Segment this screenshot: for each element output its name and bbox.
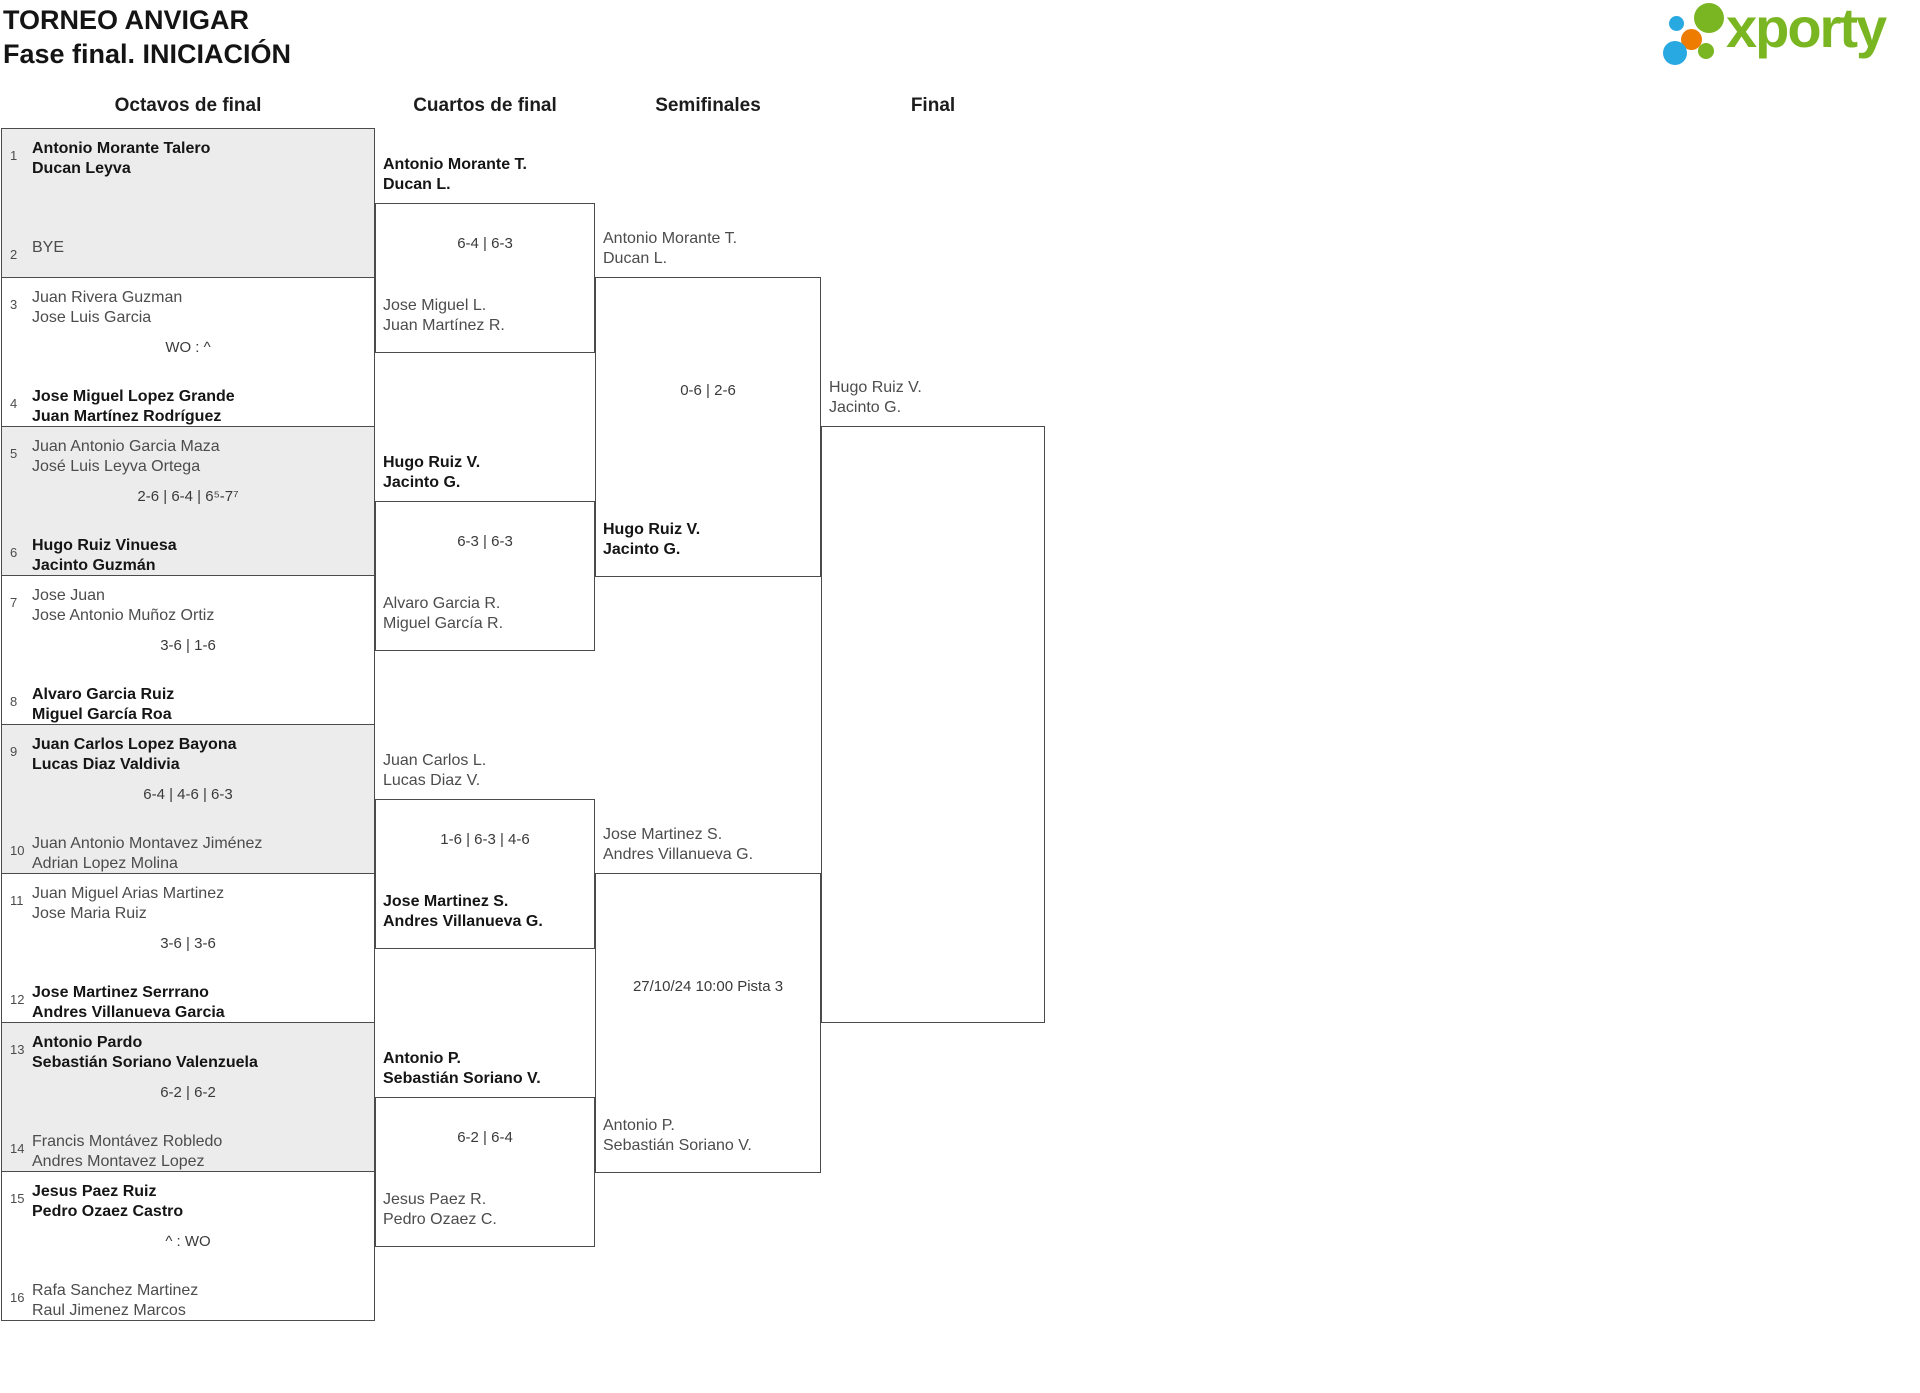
qf-match-4: Antonio P.Sebastián Soriano V. 6-2 | 6-4… xyxy=(375,1050,595,1247)
seed-number: 16 xyxy=(10,1290,25,1305)
seed-number: 8 xyxy=(10,694,18,709)
seed-number: 6 xyxy=(10,545,18,560)
qf-match-1: Antonio Morante T.Ducan L. 6-4 | 6-3 Jos… xyxy=(375,156,595,353)
round-header-semifinales: Semifinales xyxy=(655,95,761,116)
seed-number: 11 xyxy=(10,893,24,908)
sf-match-2: Jose Martinez S.Andres Villanueva G. 27/… xyxy=(595,826,821,1173)
seed-number: 1 xyxy=(10,148,18,163)
seed-number: 15 xyxy=(10,1191,25,1206)
match-date: 27/10/24 10:00 Pista 3 xyxy=(632,978,784,995)
match-score: 6-2 | 6-2 xyxy=(160,1084,216,1101)
team-name: Antonio P.Sebastián Soriano V. xyxy=(603,1117,752,1154)
sf-match-1: Antonio Morante T.Ducan L. 0-6 | 2-6 Hug… xyxy=(595,230,821,577)
match-score: 6-4 | 4-6 | 6-3 xyxy=(143,786,233,803)
xporty-logo: xporty xyxy=(1660,0,1915,72)
logo-dot-icon xyxy=(1663,41,1687,65)
seed-number: 3 xyxy=(10,297,18,312)
match-score: 2-6 | 6-4 | 6⁵-7⁷ xyxy=(137,488,239,505)
seed-number: 4 xyxy=(10,396,18,411)
seed-number: 9 xyxy=(10,744,18,759)
team-name: Jesus Paez R.Pedro Ozaez C. xyxy=(383,1191,497,1228)
team-name: Juan Carlos L.Lucas Diaz V. xyxy=(383,752,487,789)
qf-match-2: Hugo Ruiz V.Jacinto G. 6-3 | 6-3 Alvaro … xyxy=(375,454,595,651)
match-score: 6-3 | 6-3 xyxy=(457,533,513,550)
final-match: Hugo Ruiz V.Jacinto G. xyxy=(821,379,1045,1023)
tournament-title: TORNEO ANVIGAR Fase final. INICIACIÓN xyxy=(3,3,291,71)
match-score: WO : ^ xyxy=(165,339,211,356)
logo-dot-icon xyxy=(1681,29,1702,50)
seed-number: 13 xyxy=(10,1042,25,1057)
round-header-octavos: Octavos de final xyxy=(114,95,262,116)
match-score: 6-4 | 6-3 xyxy=(457,235,513,252)
qf-match-3: Juan Carlos L.Lucas Diaz V. 1-6 | 6-3 | … xyxy=(375,752,595,949)
seed-number: 14 xyxy=(10,1141,25,1156)
team-name: BYE xyxy=(32,239,65,256)
team-name: Jose Martinez S.Andres Villanueva G. xyxy=(603,826,754,863)
team-name: Hugo Ruiz V.Jacinto G. xyxy=(603,521,701,558)
match-score: 3-6 | 1-6 xyxy=(160,637,216,654)
logo-dot-icon xyxy=(1694,3,1724,33)
match-score: 0-6 | 2-6 xyxy=(680,382,736,399)
seed-number: 10 xyxy=(10,843,25,858)
team-name: Antonio Morante T.Ducan L. xyxy=(603,230,738,267)
phase-category: Fase final. INICIACIÓN xyxy=(3,39,292,69)
match-score: 6-2 | 6-4 xyxy=(457,1129,513,1146)
tournament-name: TORNEO ANVIGAR xyxy=(3,5,250,35)
logo-wordmark: xporty xyxy=(1726,0,1887,59)
seed-number: 7 xyxy=(10,595,18,610)
team-name: Hugo Ruiz V.Jacinto G. xyxy=(383,454,481,491)
team-name: Hugo Ruiz V.Jacinto G. xyxy=(829,379,922,416)
team-name: Jose Miguel L.Juan Martínez R. xyxy=(383,297,505,334)
seed-number: 12 xyxy=(10,992,25,1007)
logo-dot-icon xyxy=(1669,16,1684,31)
round-header-final: Final xyxy=(910,95,956,116)
round-header-cuartos: Cuartos de final xyxy=(413,95,557,116)
match-score: 1-6 | 6-3 | 4-6 xyxy=(440,831,530,848)
seed-number: 2 xyxy=(10,247,18,262)
match-score: ^ : WO xyxy=(165,1233,211,1250)
team-name: Antonio P.Sebastián Soriano V. xyxy=(383,1050,541,1087)
team-name: Antonio Morante T.Ducan L. xyxy=(383,156,527,193)
logo-dot-icon xyxy=(1698,43,1714,59)
match-score: 3-6 | 3-6 xyxy=(160,935,216,952)
seed-number: 5 xyxy=(10,446,18,461)
team-name: Jose Martinez S.Andres Villanueva G. xyxy=(383,893,543,930)
team-name: Alvaro Garcia R.Miguel García R. xyxy=(383,595,504,632)
